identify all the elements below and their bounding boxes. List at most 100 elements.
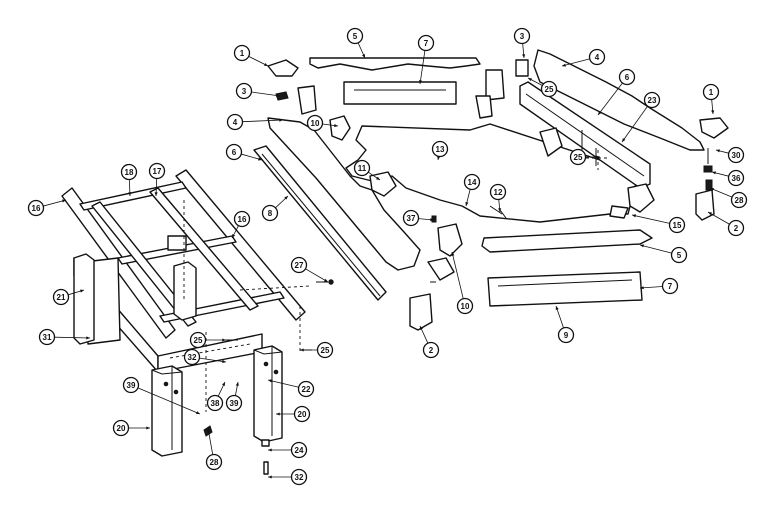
callout-14: 14 — [463, 173, 481, 207]
callout-circle — [463, 173, 481, 191]
callout-label: 39 — [230, 399, 239, 408]
callout-leader — [137, 387, 201, 415]
callout-leader — [305, 268, 329, 283]
callout-37: 37 — [402, 209, 435, 227]
callout-leader — [451, 251, 464, 299]
callout-circle — [569, 148, 587, 166]
callout-circle — [225, 394, 243, 412]
callout-leader — [199, 357, 227, 363]
callout-circle — [513, 27, 531, 45]
callout-25: 25 — [569, 148, 600, 166]
fastener-24 — [261, 439, 270, 447]
callout-arrowhead — [498, 208, 502, 212]
callout-arrowhead — [268, 379, 272, 383]
callout-arrowhead — [334, 123, 338, 128]
pocket-top-center — [485, 69, 505, 101]
callout-label: 13 — [436, 145, 445, 154]
callout-arrowhead — [258, 157, 262, 161]
callout-7: 7 — [417, 34, 435, 85]
callout-label: 15 — [673, 221, 682, 230]
callout-leader — [419, 50, 426, 85]
corner-casting-2a — [409, 293, 433, 331]
callout-label: 6 — [625, 73, 630, 82]
rail-left-long — [267, 117, 421, 271]
fastener-36 — [703, 165, 713, 173]
pocket-left-top — [297, 85, 317, 115]
callout-leader — [709, 187, 733, 198]
callout-arrowhead — [640, 286, 644, 290]
callout-arrowhead — [62, 199, 66, 203]
leg-front-left — [151, 365, 183, 457]
apron-panel-front — [487, 271, 643, 307]
leg-rear-right — [173, 261, 197, 321]
callout-circle — [670, 246, 688, 264]
callout-arrowhead — [222, 382, 225, 386]
callout-circle — [346, 27, 364, 45]
callout-label: 5 — [677, 251, 682, 260]
callout-circle — [205, 453, 223, 471]
cushion-end-15 — [609, 205, 629, 219]
pocket-net-top — [475, 95, 493, 119]
callout-circle — [225, 143, 243, 161]
pocket-net-10a — [329, 115, 351, 141]
callout-label: 28 — [210, 458, 219, 467]
callout-label: 37 — [407, 214, 416, 223]
callout-label: 3 — [520, 32, 525, 41]
pocket-net-mid — [539, 127, 563, 157]
callout-leader — [207, 427, 214, 455]
callout-circle — [431, 140, 449, 158]
callout-label: 38 — [211, 399, 220, 408]
callout-arrowhead — [268, 475, 272, 479]
callout-leader — [707, 211, 730, 225]
callout-circle — [618, 68, 636, 86]
callout-8: 8 — [261, 195, 289, 222]
pocket-corner-3b — [515, 59, 529, 77]
callout-arrowhead — [362, 54, 365, 58]
callout-leader — [54, 336, 91, 339]
callout-circle — [727, 169, 745, 187]
callout-label: 17 — [153, 167, 162, 176]
callout-11: 11 — [353, 159, 381, 181]
callout-arrowhead — [235, 382, 239, 386]
callout-12: 12 — [489, 183, 507, 213]
callout-arrowhead — [128, 192, 132, 196]
callout-arrowhead — [154, 192, 158, 196]
callout-circle — [727, 146, 745, 164]
callout-leader — [267, 379, 299, 388]
callout-15: 15 — [631, 214, 686, 234]
callout-label: 21 — [57, 293, 66, 302]
callout-arrowhead — [596, 155, 600, 159]
callout-arrowhead — [279, 118, 283, 122]
callout-21: 21 — [52, 288, 85, 306]
callout-arrowhead — [146, 426, 150, 430]
callout-circle — [306, 114, 324, 132]
callout-leader — [639, 244, 672, 254]
leg-front-right — [253, 345, 283, 443]
callout-circle — [668, 216, 686, 234]
callout-arrowhead — [522, 54, 526, 58]
callout-circle — [456, 297, 474, 315]
callout-label: 36 — [732, 174, 741, 183]
callout-circle — [661, 277, 679, 295]
callout-circle — [702, 83, 720, 101]
callout-label: 3 — [242, 87, 247, 96]
callout-circle — [489, 183, 507, 201]
callout-4: 4 — [226, 113, 284, 131]
callout-label: 1 — [240, 49, 245, 58]
callout-leader — [555, 305, 564, 329]
callout-circle — [727, 219, 745, 237]
callout-13: 13 — [431, 140, 449, 161]
callout-28: 28 — [205, 427, 223, 471]
callout-2: 2 — [419, 325, 440, 359]
corner-cap-left — [267, 59, 299, 77]
callout-label: 32 — [188, 353, 197, 362]
callout-arrowhead — [555, 306, 559, 310]
callout-circle — [353, 159, 371, 177]
callout-25: 25 — [189, 331, 226, 349]
callout-label: 23 — [648, 96, 657, 105]
pocket-front-10b — [437, 223, 463, 257]
callout-circle — [417, 34, 435, 52]
callout-36: 36 — [711, 169, 745, 187]
callout-label: 25 — [545, 85, 554, 94]
